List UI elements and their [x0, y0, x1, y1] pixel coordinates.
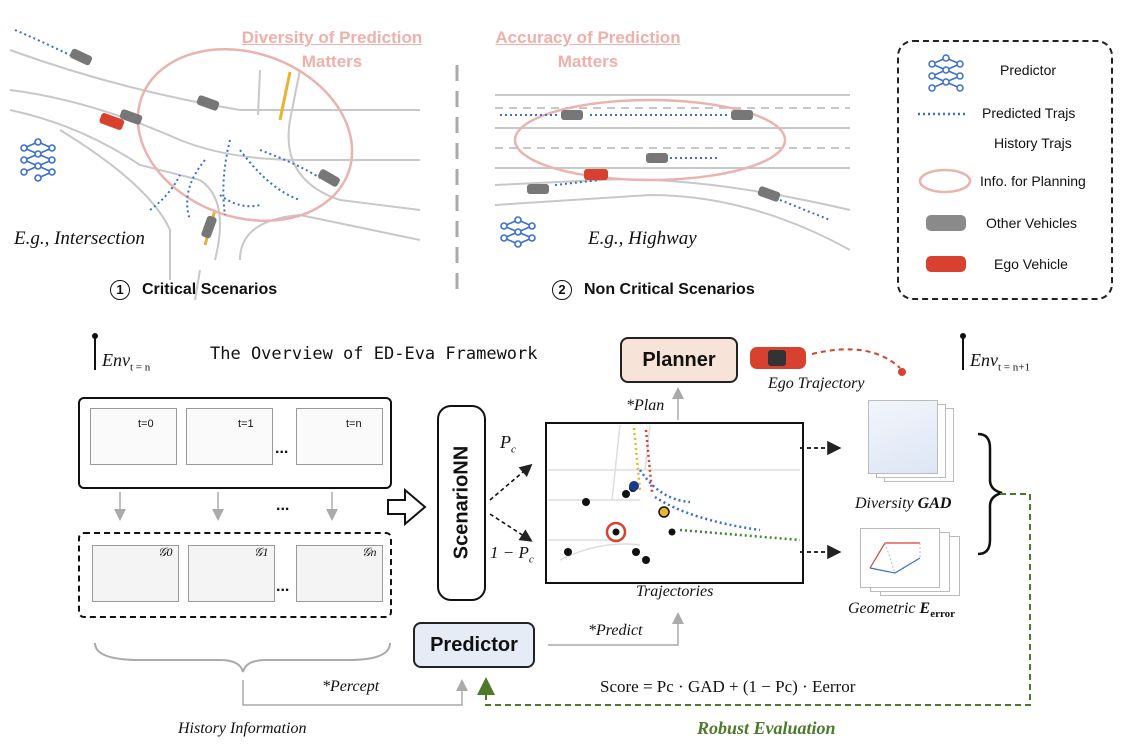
predictor-box: Predictor	[413, 622, 535, 668]
env-end-label: Env	[970, 350, 998, 370]
error-sub: error	[930, 608, 956, 621]
legend-label-predicted: Predicted Trajs	[982, 105, 1076, 121]
graph-label: 𝒢n	[362, 545, 377, 559]
frame-label: t=1	[238, 418, 254, 430]
graph-label: 𝒢1	[254, 545, 269, 559]
gad-text: GAD	[917, 495, 952, 512]
right-header-line1: Accuracy of Prediction	[495, 28, 681, 47]
plan-label: *Plan	[626, 397, 665, 414]
scene-graph-thumb	[188, 545, 275, 602]
percept-label: *Percept	[322, 678, 380, 695]
critical-title: 1 Critical Scenarios	[110, 280, 277, 300]
right-header-line2: Matters	[557, 52, 619, 71]
legend-panel	[897, 40, 1113, 300]
planning-info-ellipse-right	[513, 98, 787, 182]
legend-label-other: Other Vehicles	[986, 215, 1078, 231]
ego-trajectory-label: Ego Trajectory	[768, 375, 865, 392]
planner-box: Planner	[620, 337, 738, 383]
geometric-error-label: Geometric Eerror	[848, 600, 955, 620]
non-critical-title: 2 Non Critical Scenarios	[552, 280, 755, 300]
e-text: E	[919, 600, 931, 617]
graph-label: 𝒢0	[158, 545, 173, 559]
env-end: Envt = n+1	[970, 350, 1030, 374]
scenario-nn-label: ScenarioNN	[450, 445, 472, 560]
ego-vehicle-icon	[584, 169, 608, 180]
legend-label-predictor: Predictor	[1000, 62, 1057, 78]
frames-ellipsis: ...	[275, 440, 289, 457]
framework-title: The Overview of ED-Eva Framework	[210, 344, 538, 364]
legend-icons	[918, 54, 972, 272]
scenario-nn-box: ScenarioNN	[437, 405, 486, 601]
right-header: Accuracy of Prediction Matters	[478, 26, 698, 74]
non-critical-title-text: Non Critical Scenarios	[584, 281, 755, 298]
scene-frame-thumb	[296, 408, 383, 465]
history-info-label: History Information	[178, 720, 307, 737]
error-geometry-thumb	[860, 528, 940, 588]
trajectories-label: Trajectories	[636, 583, 714, 600]
left-header: Diversity of Prediction Matters	[222, 26, 442, 74]
right-example: E.g., Highway	[588, 228, 697, 249]
legend-label-history: History Trajs	[994, 135, 1072, 151]
diversity-text: Diversity	[855, 495, 914, 512]
gad-heatmap-thumb	[868, 400, 938, 474]
error-geometry-lines	[869, 542, 921, 574]
ego-vehicle-icon	[99, 113, 125, 130]
other-vehicle-icon	[69, 48, 340, 239]
legend-label-info: Info. for Planning	[980, 173, 1086, 189]
hollow-arrow-icon	[387, 487, 427, 527]
diversity-gad-label: Diversity GAD	[855, 495, 951, 513]
env-end-sub: t = n+1	[997, 361, 1030, 374]
highway-road-lines	[494, 94, 851, 251]
one-minus-pc-label: 1 − Pc	[490, 543, 534, 565]
one-minus-pc-sub: c	[528, 553, 534, 566]
one-minus-pc-text: 1 − P	[490, 543, 529, 562]
pc-sub: c	[511, 443, 516, 456]
pc-text: P	[500, 432, 511, 452]
other-vehicle-icon	[527, 110, 781, 202]
scene-frame-thumb	[186, 408, 273, 465]
circled-number: 2	[552, 280, 572, 300]
predict-label: *Predict	[588, 622, 643, 639]
legend-label-ego: Ego Vehicle	[994, 256, 1068, 272]
intersection-road-lines	[9, 49, 421, 301]
scene-graph-thumb	[296, 545, 383, 602]
critical-title-text: Critical Scenarios	[142, 281, 278, 298]
geometric-text: Geometric	[848, 600, 916, 617]
robust-eval-loop	[477, 493, 1031, 706]
left-example: E.g., Intersection	[14, 228, 145, 249]
env-start-sub: t = n	[129, 361, 151, 374]
score-formula: Score = Pc · GAD + (1 − Pc) · Eerror	[600, 677, 856, 696]
trajectory-plot-frame	[545, 422, 804, 584]
frame-label: t=n	[346, 418, 362, 430]
left-header-line1: Diversity of Prediction	[241, 28, 423, 47]
left-header-line2: Matters	[301, 52, 363, 71]
graphs-ellipsis: ...	[276, 578, 290, 595]
robust-evaluation-label: Robust Evaluation	[697, 718, 836, 738]
frame-label: t=0	[138, 418, 154, 430]
between-ellipsis: ...	[276, 497, 290, 514]
trajectory-plot-marks	[548, 424, 801, 564]
scene-graph-thumb	[92, 545, 179, 602]
planning-info-ellipse-left	[136, 48, 354, 222]
network-icon	[20, 138, 536, 248]
scene-frame-thumb	[90, 408, 177, 465]
env-start: Envt = n	[102, 350, 150, 374]
env-start-label: Env	[102, 350, 130, 370]
pc-label: Pc	[500, 432, 516, 456]
circled-number: 1	[110, 280, 130, 300]
